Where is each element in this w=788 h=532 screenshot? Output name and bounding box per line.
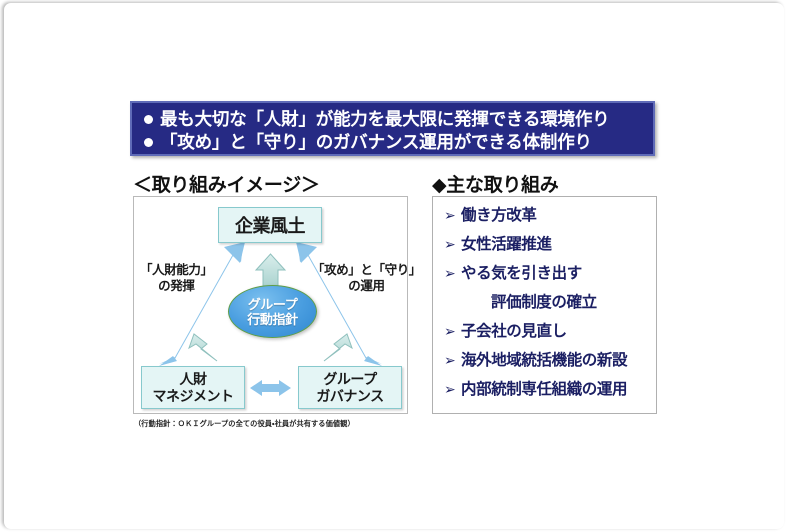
diagram-node-corporate-culture: 企業風土 xyxy=(218,207,322,243)
list-item: ➢ 海外地域統括機能の新設 xyxy=(433,351,656,380)
node-label-line1: 人財 xyxy=(179,370,208,387)
banner-line-1: 最も大切な「人財」が能力を最大限に発揮できる環境作り xyxy=(144,108,653,131)
list-item: ➢ 女性活躍推進 xyxy=(433,235,656,264)
chevron-right-icon: ➢ xyxy=(444,381,456,397)
list-item-label: 子会社の見直し xyxy=(461,323,567,340)
diagram-annotation-left: 「人財能力」 の発揮 xyxy=(140,262,213,294)
list-item-label: 評価制度の確立 xyxy=(491,294,597,311)
diagram-node-group-principles: グループ 行動指針 xyxy=(228,285,317,338)
chevron-right-icon: ➢ xyxy=(444,207,456,223)
diagram-footnote: （行動指針：ＯＫＩグループの全ての役員・社員が共有する価値観） xyxy=(134,419,355,428)
list-item-continuation: 評価制度の確立 xyxy=(433,293,656,322)
right-section-heading: ◆主な取り組み xyxy=(432,175,559,196)
annotation-line2: の運用 xyxy=(348,279,385,293)
node-label-line2: 行動指針 xyxy=(247,311,298,327)
chevron-right-icon: ➢ xyxy=(444,265,456,281)
list-item: ➢ 子会社の見直し xyxy=(433,322,656,351)
left-section-heading: ＜取り組みイメージ＞ xyxy=(133,175,320,196)
list-item: ➢ やる気を引き出す xyxy=(433,264,656,293)
banner-line-2: 「攻め」と「守り」のガバナンス運用ができる体制作り xyxy=(144,131,653,154)
node-label-line1: グループ xyxy=(247,296,298,312)
list-item-label: やる気を引き出す xyxy=(461,265,582,282)
annotation-line1: 「攻め」と「守り」 xyxy=(312,263,421,277)
chevron-right-icon: ➢ xyxy=(444,323,456,339)
list-item: ➢ 働き方改革 xyxy=(433,206,656,235)
diagram-annotation-right: 「攻め」と「守り」 の運用 xyxy=(312,262,421,294)
bullet-icon xyxy=(144,138,153,147)
initiatives-panel: ➢ 働き方改革 ➢ 女性活躍推進 ➢ やる気を引き出す 評価制度の確立 ➢ 子会… xyxy=(432,196,657,414)
annotation-line1: 「人財能力」 xyxy=(140,263,213,277)
node-label-line2: ガバナンス xyxy=(316,387,384,404)
node-label: 企業風土 xyxy=(235,216,306,236)
diagram-node-hr-management: 人財 マネジメント xyxy=(141,366,245,409)
list-item-label: 女性活躍推進 xyxy=(461,236,552,253)
banner-text-2: 「攻め」と「守り」のガバナンス運用ができる体制作り xyxy=(160,132,592,152)
bullet-icon xyxy=(144,115,153,124)
banner-text-1: 最も大切な「人財」が能力を最大限に発揮できる環境作り xyxy=(160,109,610,129)
chevron-right-icon: ➢ xyxy=(444,236,456,252)
header-banner: 最も大切な「人財」が能力を最大限に発揮できる環境作り 「攻め」と「守り」のガバナ… xyxy=(130,101,655,156)
list-item: ➢ 内部統制専任組織の運用 xyxy=(433,380,656,409)
list-item-label: 海外地域統括機能の新設 xyxy=(461,352,628,369)
annotation-line2: の発揮 xyxy=(158,279,195,293)
list-item-label: 働き方改革 xyxy=(461,207,537,224)
list-item-label: 内部統制専任組織の運用 xyxy=(461,381,628,398)
diagram-node-group-governance: グループ ガバナンス xyxy=(298,366,402,409)
node-label-line1: グループ xyxy=(323,370,377,387)
chevron-right-icon: ➢ xyxy=(444,352,456,368)
node-label-line2: マネジメント xyxy=(152,387,235,404)
